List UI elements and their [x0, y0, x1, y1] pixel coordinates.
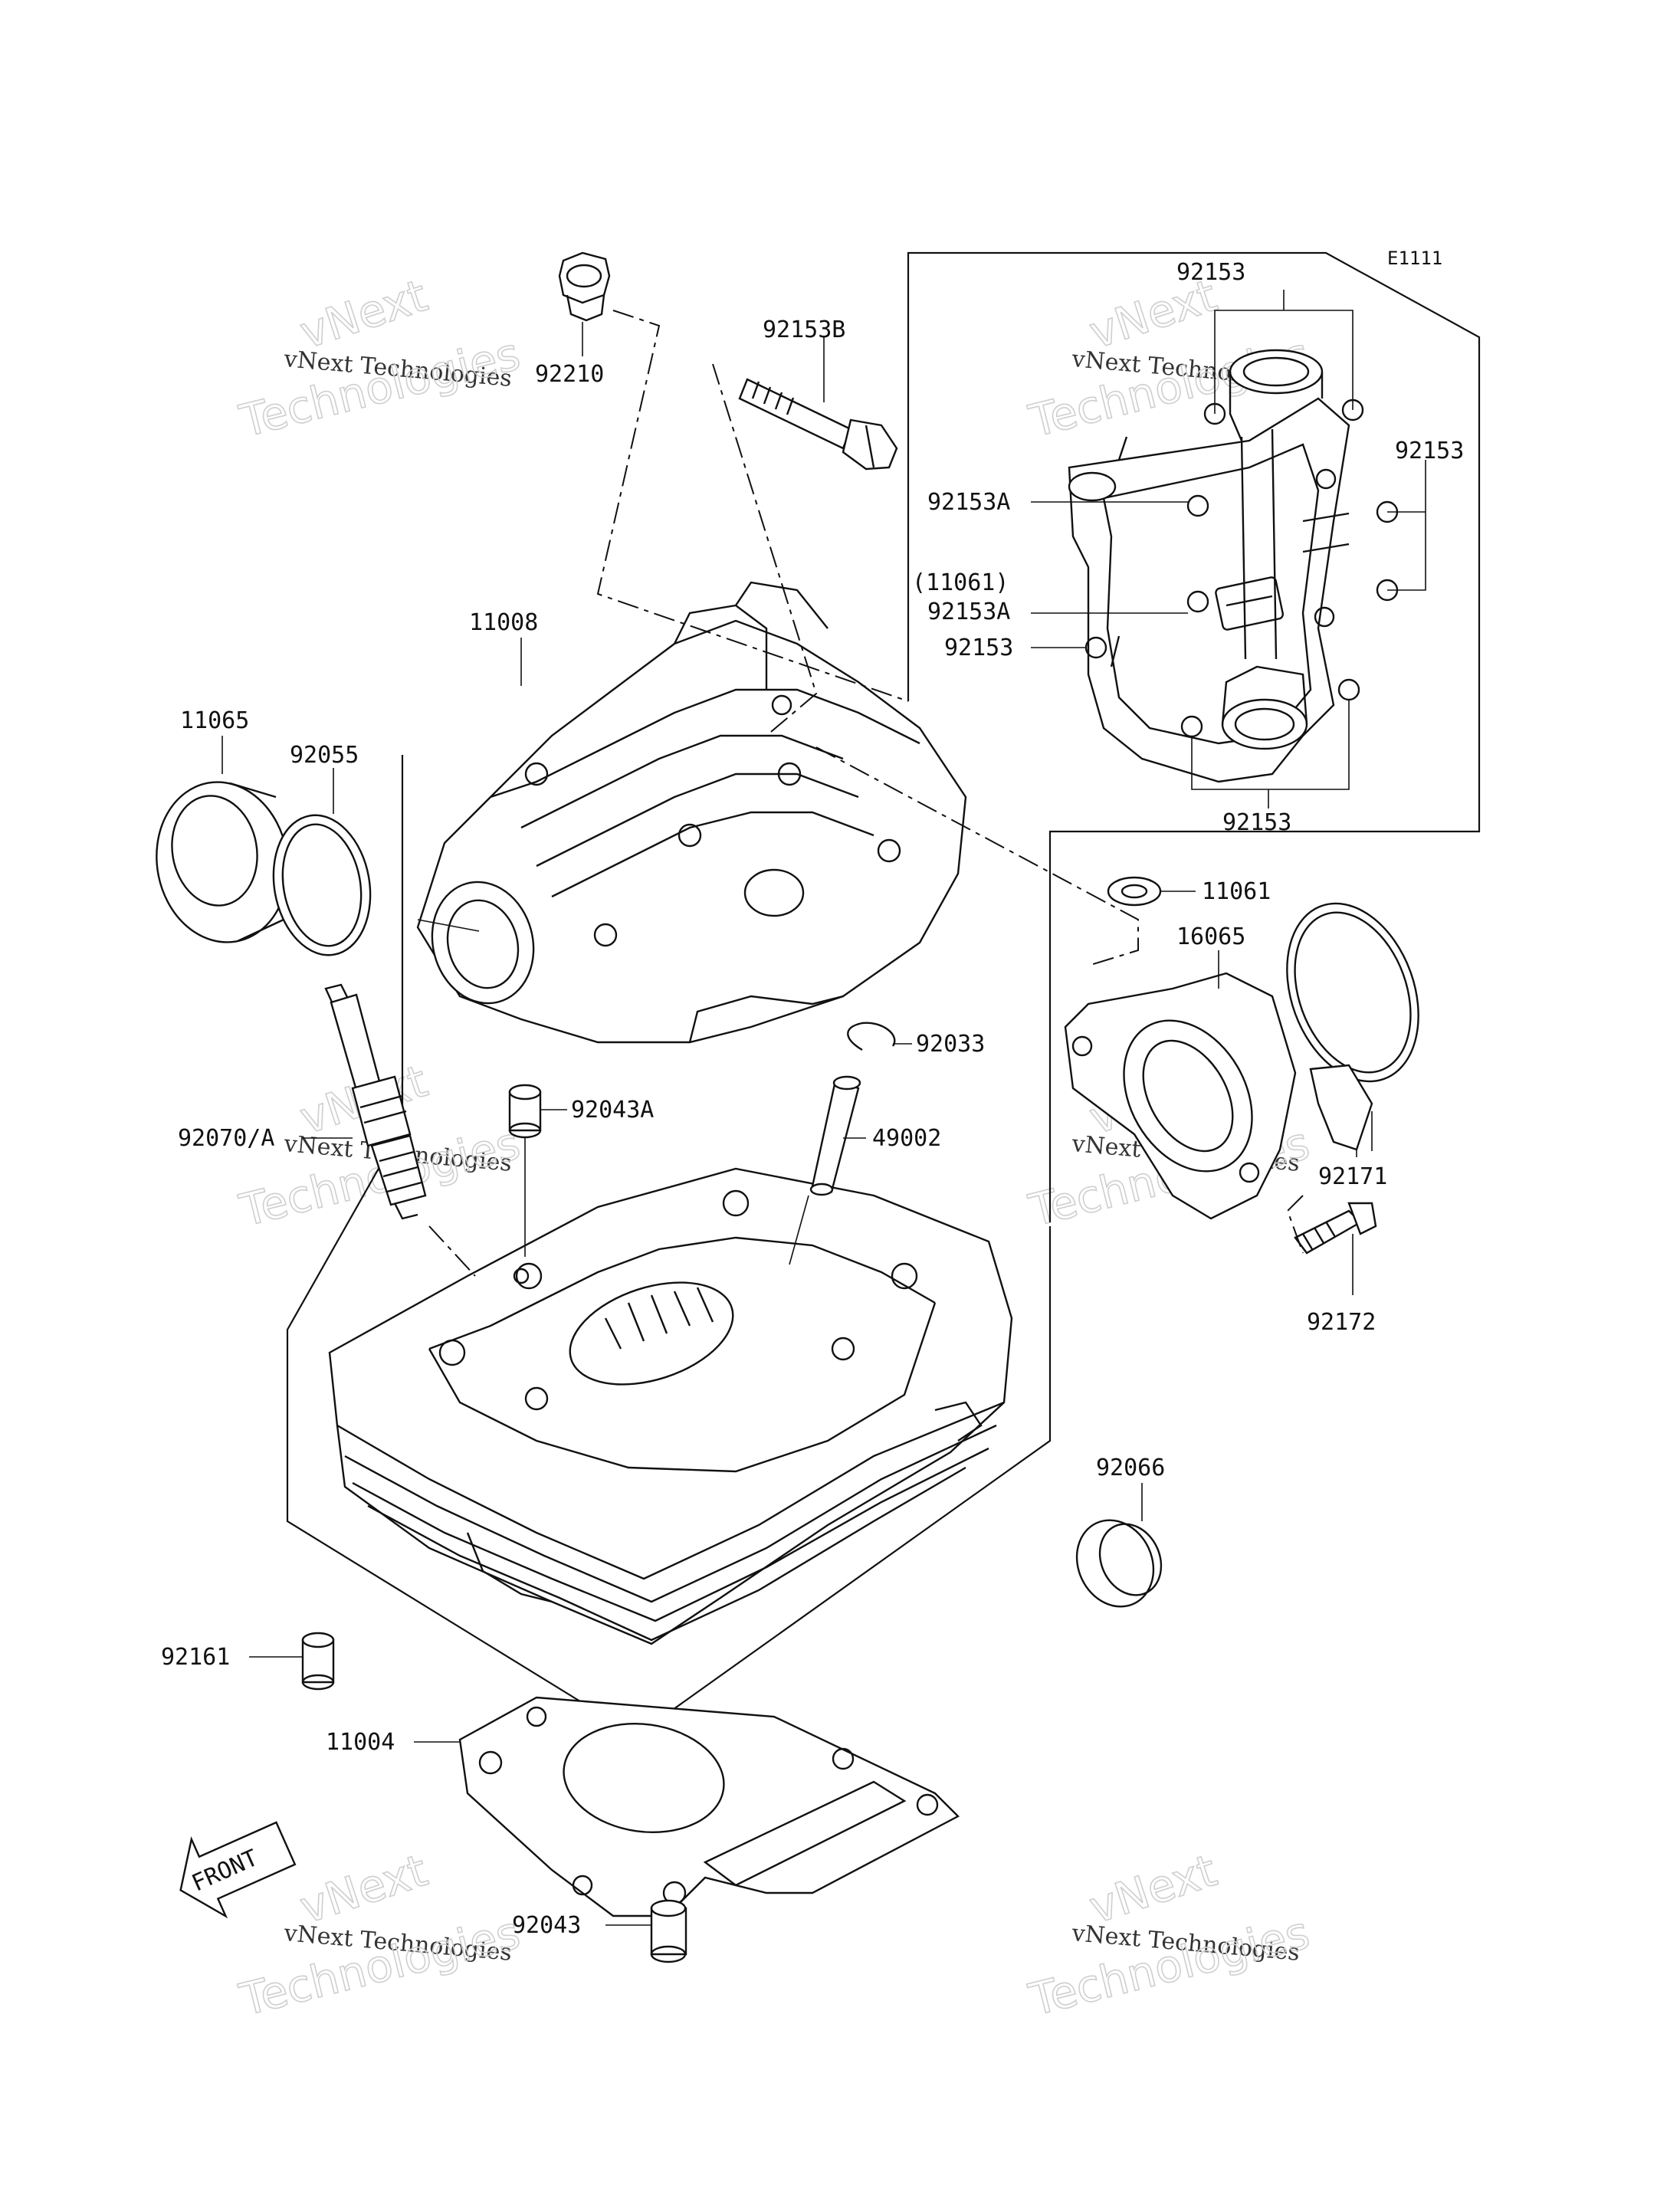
label-11004: 11004 — [326, 1729, 395, 1756]
label-92043A: 92043A — [571, 1097, 654, 1123]
label-11065: 11065 — [180, 707, 249, 734]
label-92066: 92066 — [1096, 1455, 1165, 1481]
label-92161: 92161 — [161, 1644, 230, 1671]
intake-pipe-16065 — [1064, 972, 1297, 1220]
label-11008: 11008 — [469, 609, 538, 636]
label-92055: 92055 — [290, 742, 359, 769]
label-92153A-mid: 92153A — [927, 599, 1010, 625]
dowel-pin-92043A — [508, 1084, 542, 1139]
spark-plug-92070A — [324, 983, 427, 1220]
cover-group-frame — [907, 251, 1481, 1222]
diagram-code: E1111 — [1387, 248, 1442, 269]
cylinder-head — [328, 1167, 1013, 1645]
cap-nut-92210 — [558, 251, 611, 322]
cylinder-head-cover-plate — [1068, 349, 1399, 783]
svg-text:vNext: vNext — [294, 1844, 433, 1934]
label-92153-top: 92153 — [1176, 259, 1245, 286]
label-92153-bottom: 92153 — [1222, 809, 1291, 836]
valve-guide-49002 — [809, 1075, 861, 1196]
label-92171: 92171 — [1318, 1163, 1387, 1190]
leader-lines — [221, 290, 1426, 1926]
o-ring-92055 — [272, 814, 372, 956]
svg-text:Technologies: Technologies — [1024, 1906, 1314, 2026]
label-49002: 49002 — [872, 1125, 941, 1152]
dowel-pin-92161 — [301, 1632, 335, 1691]
label-16065: 16065 — [1176, 923, 1245, 950]
front-arrow-icon: FRONT — [179, 1821, 297, 1919]
screw-92172 — [1294, 1202, 1377, 1255]
label-92153-left: 92153 — [944, 635, 1013, 661]
svg-text:vNext: vNext — [1083, 1844, 1222, 1934]
label-92153A-top: 92153A — [927, 489, 1010, 516]
label-92043: 92043 — [512, 1912, 581, 1939]
label-11061: 11061 — [1202, 878, 1271, 905]
circlip-92033 — [847, 1022, 896, 1051]
clamp-92171 — [1286, 902, 1419, 1151]
svg-text:Technologies: Technologies — [235, 327, 525, 447]
bolt-92153B — [738, 378, 898, 471]
label-92210: 92210 — [535, 361, 604, 388]
dowel-pin-92043 — [650, 1899, 687, 1963]
label-92153B: 92153B — [763, 317, 845, 343]
label-92033: 92033 — [916, 1031, 985, 1058]
svg-text:Technologies: Technologies — [235, 1906, 525, 2026]
label-92153-right: 92153 — [1395, 438, 1464, 464]
part-labels: 92153 92153B 92210 92153 92153A (11061) … — [161, 259, 1464, 1939]
label-92070A: 92070/A — [178, 1125, 274, 1152]
cylinder-head-cover — [416, 581, 967, 1044]
watermark-top-left: vNext vNext Technologies Technologies — [234, 268, 526, 448]
head-gasket-11004 — [458, 1696, 960, 1917]
cap-92066 — [1075, 1519, 1163, 1608]
gasket-11061 — [1107, 876, 1162, 907]
label-92172: 92172 — [1307, 1309, 1376, 1336]
svg-text:vNext: vNext — [294, 269, 433, 359]
label-11061-paren: (11061) — [912, 569, 1009, 596]
plug-11065 — [156, 781, 289, 943]
watermark-bottom-right: vNext vNext Technologies Technologies — [1023, 1843, 1315, 2026]
